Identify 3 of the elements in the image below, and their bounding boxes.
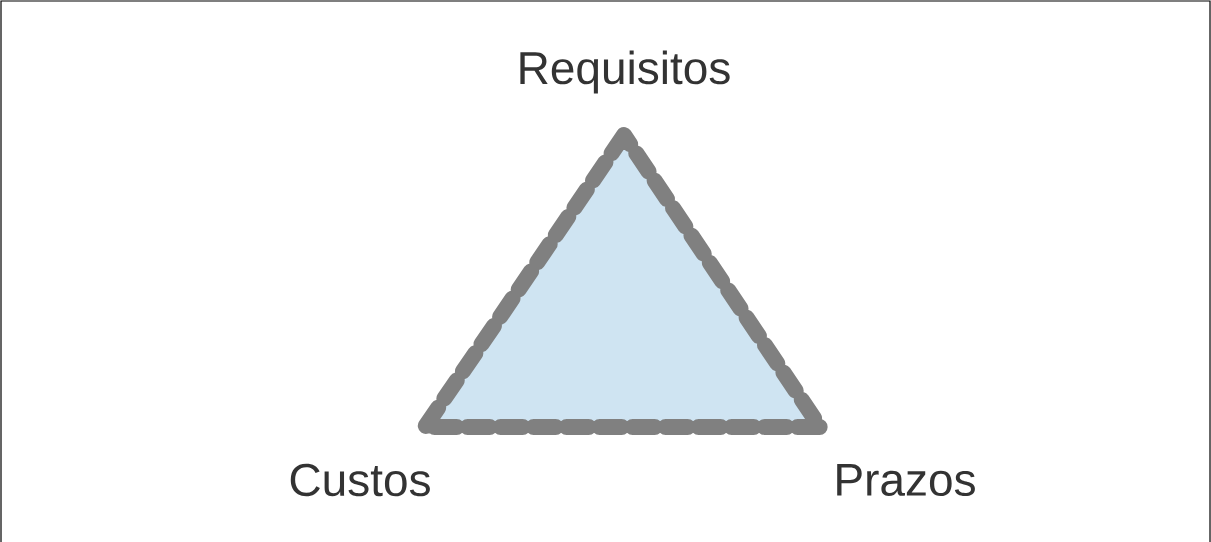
corner-label: Custos bbox=[290, 463, 430, 497]
triangle bbox=[417, 127, 828, 435]
corner-label: Prazos bbox=[837, 463, 975, 497]
